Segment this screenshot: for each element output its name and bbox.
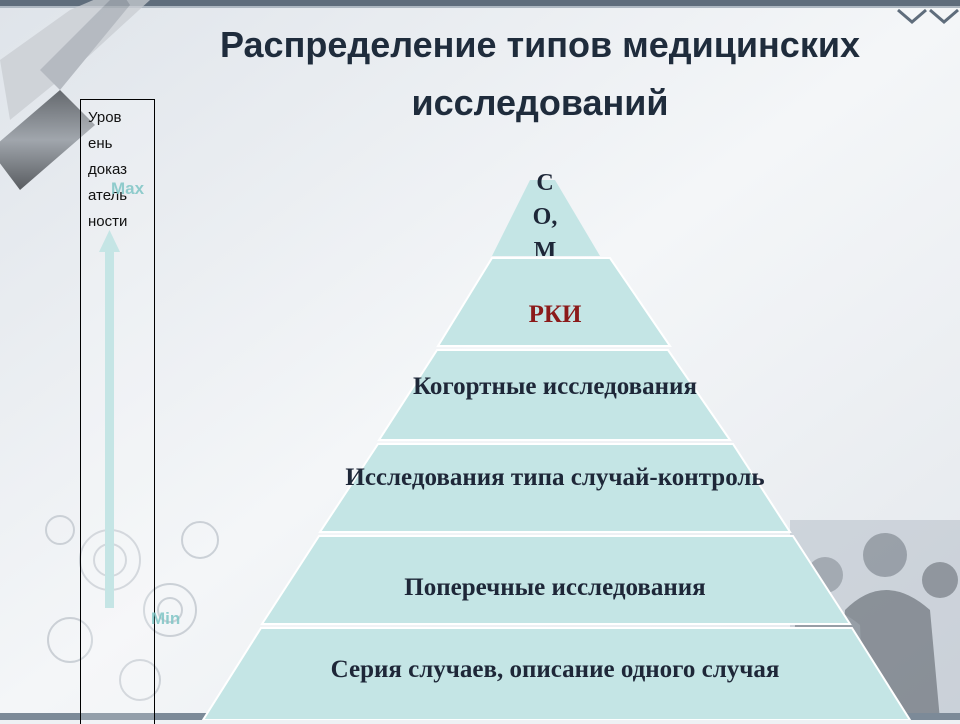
tier-case-control: [318, 443, 792, 533]
tier-rki-label: РКИ: [528, 301, 582, 328]
evidence-level-label: Уров ень доказ атель ности: [88, 109, 128, 230]
tier-cohort: [377, 349, 732, 441]
tier-top: [492, 180, 600, 256]
evidence-axis-arrow: [99, 230, 120, 608]
tier-cross-sectional: [260, 535, 852, 625]
fountain-pen-icon: [0, 0, 150, 190]
tier-top-letter: О,: [532, 204, 558, 230]
tier-case-series: [201, 627, 912, 720]
tier-rki: [436, 257, 672, 347]
evidence-level-box: Уров ень доказ атель ности Max Min: [80, 99, 180, 724]
tier-top-label: С О, М: [510, 166, 580, 256]
tier-case-control-label: Исследования типа случай-контроль: [345, 464, 765, 491]
slide-title: Распределение типов медицинских исследов…: [220, 24, 860, 123]
tier-top-letter: М: [533, 238, 557, 256]
evidence-pyramid: [201, 180, 912, 720]
axis-max-label: Max: [111, 179, 145, 198]
corner-ornament-icon: [897, 8, 959, 24]
tier-cohort-label: Когортные исследования: [413, 373, 697, 400]
axis-min-label: Min: [151, 609, 181, 628]
top-bar: [0, 0, 960, 6]
tier-case-series-label: Серия случаев, описание одного случая: [330, 656, 780, 683]
tier-top-letter: С: [536, 170, 554, 196]
tier-cross-sectional-label: Поперечные исследования: [404, 574, 706, 601]
